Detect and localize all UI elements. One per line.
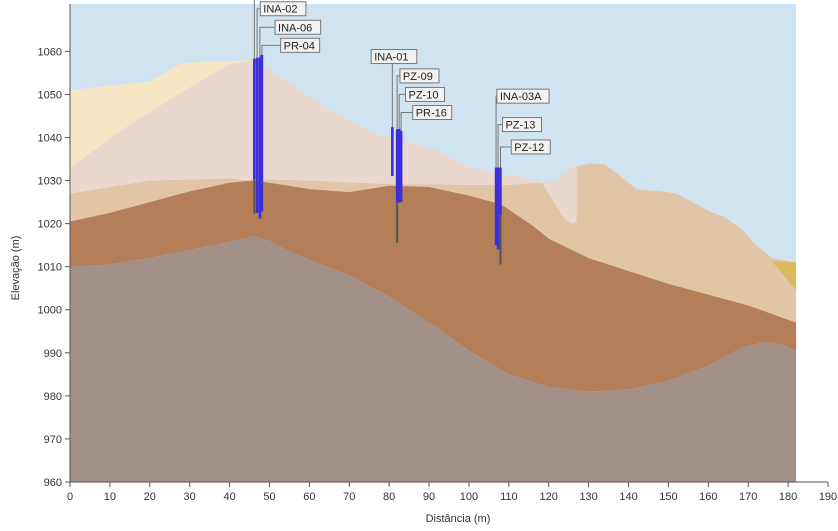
well-label-box [405, 86, 446, 102]
y-tick-label: 960 [44, 477, 62, 489]
well-pz-13: PZ-13 [496, 117, 542, 250]
well-label: INA-01 [374, 52, 408, 64]
y-tick-label: 990 [44, 348, 62, 360]
well-pz-09: PZ-09 [395, 68, 440, 243]
x-tick-label: 0 [67, 491, 73, 503]
well-ina-02: INA-02 [255, 1, 307, 213]
well-label: PZ-09 [403, 71, 433, 83]
layer-bedrock [70, 236, 797, 482]
x-tick-label: 60 [303, 491, 315, 503]
well-ina-06: INA-06 [258, 19, 322, 219]
well-label: PZ-13 [505, 120, 535, 132]
y-tick-label: 1030 [38, 176, 62, 188]
well-label-box [370, 49, 418, 65]
y-tick-label: 1050 [38, 89, 62, 101]
x-tick-label: 170 [739, 491, 757, 503]
y-tick-label: 1000 [38, 305, 62, 317]
x-tick-label: 20 [144, 491, 156, 503]
well-label-box [399, 68, 440, 84]
well-pr-16: PR-16 [399, 105, 453, 203]
y-tick-label: 1020 [38, 219, 62, 231]
well-label-box [510, 139, 551, 155]
well-pz-12: PZ-12 [499, 139, 551, 265]
well-label: PR-04 [284, 40, 315, 52]
well-label-box [501, 117, 542, 133]
well-label-leader [261, 44, 281, 55]
well-label-leader [396, 75, 400, 130]
well-label: INA-02 [263, 4, 297, 16]
layer-saprolite [70, 180, 797, 392]
x-tick-label: 90 [423, 491, 435, 503]
well-pz-10: PZ-10 [397, 86, 446, 203]
x-tick-label: 30 [184, 491, 196, 503]
y-tick-label: 980 [44, 391, 62, 403]
layer-residual-soil [70, 163, 797, 323]
well-label-leader [400, 112, 413, 132]
y-tick-label: 970 [44, 434, 62, 446]
well-label-leader [256, 8, 261, 58]
well-ina-03a: INA-03A [494, 88, 550, 246]
well-label-box [412, 105, 453, 121]
well-label: PZ-12 [514, 142, 544, 154]
well-label-box [280, 37, 321, 53]
y-axis-title: Elevação (m) [10, 236, 22, 301]
well-label-box [259, 1, 307, 17]
x-tick-label: 80 [383, 491, 395, 503]
well-label: PZ-10 [409, 89, 439, 101]
x-tick-label: 70 [343, 491, 355, 503]
layer-dam-fill [70, 59, 577, 224]
x-tick-label: 130 [579, 491, 597, 503]
x-tick-label: 100 [460, 491, 478, 503]
x-tick-label: 120 [540, 491, 558, 503]
y-tick-label: 1060 [38, 46, 62, 58]
well-label-leader [499, 146, 512, 168]
layer-yellow-deposit [752, 260, 797, 291]
x-axis-title: Distância (m) [426, 513, 491, 525]
well-pz-02: PZ-02 [253, 0, 256, 214]
well-label-box [496, 88, 550, 104]
well-pr-04: PR-04 [260, 37, 321, 212]
x-tick-label: 180 [779, 491, 797, 503]
x-tick-label: 50 [263, 491, 275, 503]
x-tick-label: 190 [819, 491, 837, 503]
well-label: INA-06 [278, 22, 312, 34]
well-label-box [274, 19, 322, 35]
well-label: PR-16 [416, 108, 447, 120]
x-tick-label: 140 [619, 491, 637, 503]
well-label-leader [259, 26, 276, 58]
x-tick-label: 150 [659, 491, 677, 503]
x-tick-label: 110 [500, 491, 518, 503]
y-tick-label: 1010 [38, 262, 62, 274]
x-tick-label: 10 [104, 491, 116, 503]
stratigraphic-layers [70, 59, 797, 482]
monitoring-wells: PZ-02 INA-02INA-06PR-04INA-01PZ-09PZ-10PR… [253, 0, 551, 265]
well-ina-01: INA-01 [370, 49, 418, 176]
well-label-leader [253, 0, 255, 59]
well-label-leader [398, 93, 406, 129]
y-tick-label: 1040 [38, 132, 62, 144]
well-label: INA-03A [500, 91, 542, 103]
x-tick-label: 40 [223, 491, 235, 503]
well-label-leader [497, 124, 503, 168]
x-tick-label: 160 [699, 491, 717, 503]
